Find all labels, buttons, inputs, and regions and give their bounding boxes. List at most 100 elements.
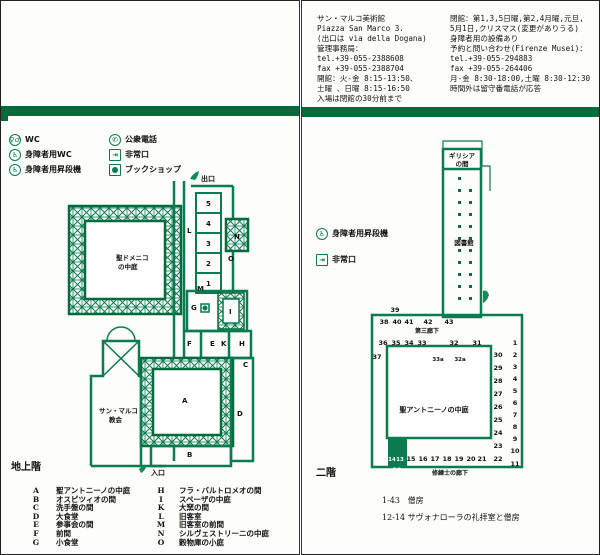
- svg-text:26: 26: [493, 403, 503, 411]
- svg-text:32: 32: [449, 339, 458, 347]
- svg-text:サン・マルコ: サン・マルコ: [99, 407, 138, 415]
- green-header-band: [302, 107, 599, 117]
- info-line: tel.+39-055-294883: [450, 54, 533, 63]
- svg-text:35: 35: [391, 339, 401, 347]
- svg-text:出口: 出口: [201, 174, 215, 183]
- svg-text:5: 5: [513, 387, 518, 395]
- stairlift-icon: ♿: [9, 163, 21, 176]
- ground-floor-label: 地上階: [11, 462, 41, 473]
- svg-text:入口: 入口: [150, 469, 165, 477]
- key-letter: H: [157, 486, 165, 495]
- info-line: fax +39-055-264406: [450, 64, 533, 73]
- svg-text:29: 29: [493, 364, 503, 372]
- legend-label: 身障者用昇段機: [25, 165, 81, 174]
- svg-text:11: 11: [510, 460, 520, 468]
- key-letter: O: [157, 537, 165, 547]
- key-name: 旧客室の前間: [179, 520, 224, 530]
- info-line: 5月1日,クリスマス(変更がありうる): [450, 24, 579, 33]
- key-letter: M: [156, 520, 166, 530]
- svg-text:N: N: [234, 233, 240, 241]
- museum-info-right: 閉館：第1,3,5日曜,第2,4月曜,元旦, 5月1日,クリスマス(変更がありう…: [450, 14, 598, 94]
- key-row: 1-43 僧房: [382, 492, 520, 509]
- left-page-ground-floor: ♀♂WC ♿身障者用WC ♿身障者用昇段機 ✆公衆電話 ⇥非常口 ブックショップ: [0, 0, 300, 555]
- info-line: 入場は閉館の30分前まで: [317, 94, 403, 103]
- key-letter: L: [158, 511, 164, 521]
- legend-phone: ✆公衆電話: [109, 132, 181, 147]
- key-letter: E: [33, 520, 39, 530]
- svg-text:31: 31: [472, 339, 482, 347]
- legend-label: WC: [25, 135, 40, 144]
- info-line: (出口は via della Dogana): [317, 34, 427, 43]
- legend-label: 非常口: [332, 255, 356, 264]
- svg-text:I: I: [229, 308, 232, 316]
- band-tab: [1, 106, 8, 121]
- svg-text:H: H: [239, 340, 245, 348]
- svg-text:G: G: [191, 304, 197, 312]
- key-name: 穀物庫の小庭: [179, 537, 224, 547]
- museum-info-left: サン・マルコ美術館 Piazza San Marco 3. (出口は via d…: [317, 14, 447, 104]
- svg-text:F: F: [187, 340, 192, 348]
- key-letter: D: [32, 511, 40, 521]
- svg-text:18: 18: [442, 455, 452, 463]
- svg-text:9: 9: [513, 435, 518, 443]
- key-name: オスピツィオの間: [56, 494, 116, 504]
- legend-label: 身障者用WC: [25, 150, 72, 159]
- legend-emergency-exit: ⇥非常口: [316, 252, 388, 267]
- svg-text:42: 42: [423, 318, 432, 326]
- legend-label: 身障者用昇段機: [332, 229, 388, 238]
- stairlift-icon: ♿: [316, 227, 328, 240]
- svg-text:1: 1: [513, 339, 518, 347]
- key-letter: G: [32, 537, 40, 547]
- svg-text:6: 6: [513, 399, 518, 407]
- key-row: 12-14 サヴォナローラの礼拝室と僧房: [382, 509, 520, 526]
- svg-text:A: A: [182, 397, 188, 405]
- svg-text:M: M: [197, 285, 204, 293]
- info-line: tel.+39-055-2388608: [317, 54, 404, 63]
- key-name: 旧客室: [179, 511, 202, 521]
- svg-text:L: L: [187, 227, 192, 235]
- svg-text:D: D: [237, 410, 243, 418]
- key-name: サヴォナローラの礼拝室と僧房: [407, 513, 520, 522]
- svg-text:12: 12: [392, 466, 401, 474]
- svg-text:ギリシア: ギリシア: [449, 151, 476, 160]
- svg-text:22: 22: [493, 455, 502, 463]
- key-name: 前間: [56, 528, 71, 538]
- first-floor-key: 1-43 僧房 12-14 サヴォナローラの礼拝室と僧房: [382, 492, 520, 526]
- legend-bookshop: ブックショップ: [109, 162, 181, 177]
- svg-text:30: 30: [493, 351, 503, 359]
- svg-text:14: 14: [388, 457, 396, 463]
- bookshop-icon: [109, 163, 121, 176]
- svg-text:16: 16: [418, 455, 428, 463]
- svg-text:40: 40: [392, 318, 402, 326]
- key-range: 12-14: [382, 513, 406, 522]
- svg-text:C: C: [243, 361, 248, 369]
- key-letter: K: [157, 503, 165, 513]
- wc-icon: ♀♂: [9, 133, 21, 146]
- accessible-wc-icon: ♿: [9, 148, 21, 161]
- svg-text:5: 5: [206, 200, 211, 208]
- info-line: 月-金 8:30-18:00,土曜 8:30-12:30: [450, 74, 591, 83]
- svg-text:21: 21: [477, 455, 487, 463]
- svg-text:図書館: 図書館: [454, 238, 474, 247]
- svg-text:聖アントニーノの中庭: 聖アントニーノの中庭: [399, 405, 469, 414]
- svg-text:15: 15: [406, 455, 416, 463]
- key-range: 1-43: [382, 496, 400, 505]
- right-page-first-floor: サン・マルコ美術館 Piazza San Marco 3. (出口は via d…: [301, 0, 600, 555]
- svg-text:24: 24: [493, 429, 503, 437]
- svg-text:教会: 教会: [108, 415, 123, 424]
- svg-text:7: 7: [513, 411, 518, 419]
- info-line: サン・マルコ美術館: [317, 14, 386, 23]
- info-line: fax +39-055-2388704: [317, 64, 404, 73]
- svg-text:4: 4: [513, 375, 518, 383]
- legend-label: 非常口: [125, 150, 149, 159]
- info-line: Piazza San Marco 3.: [317, 24, 404, 33]
- svg-text:19: 19: [454, 455, 464, 463]
- svg-text:17: 17: [430, 455, 439, 463]
- phone-icon: ✆: [109, 133, 121, 146]
- svg-text:E: E: [210, 340, 215, 348]
- svg-text:13: 13: [396, 457, 404, 463]
- svg-text:3: 3: [513, 363, 518, 371]
- legend-stairlift: ♿ 身障者用昇段機: [316, 226, 388, 241]
- svg-text:25: 25: [493, 416, 503, 424]
- green-header-band: [1, 106, 299, 116]
